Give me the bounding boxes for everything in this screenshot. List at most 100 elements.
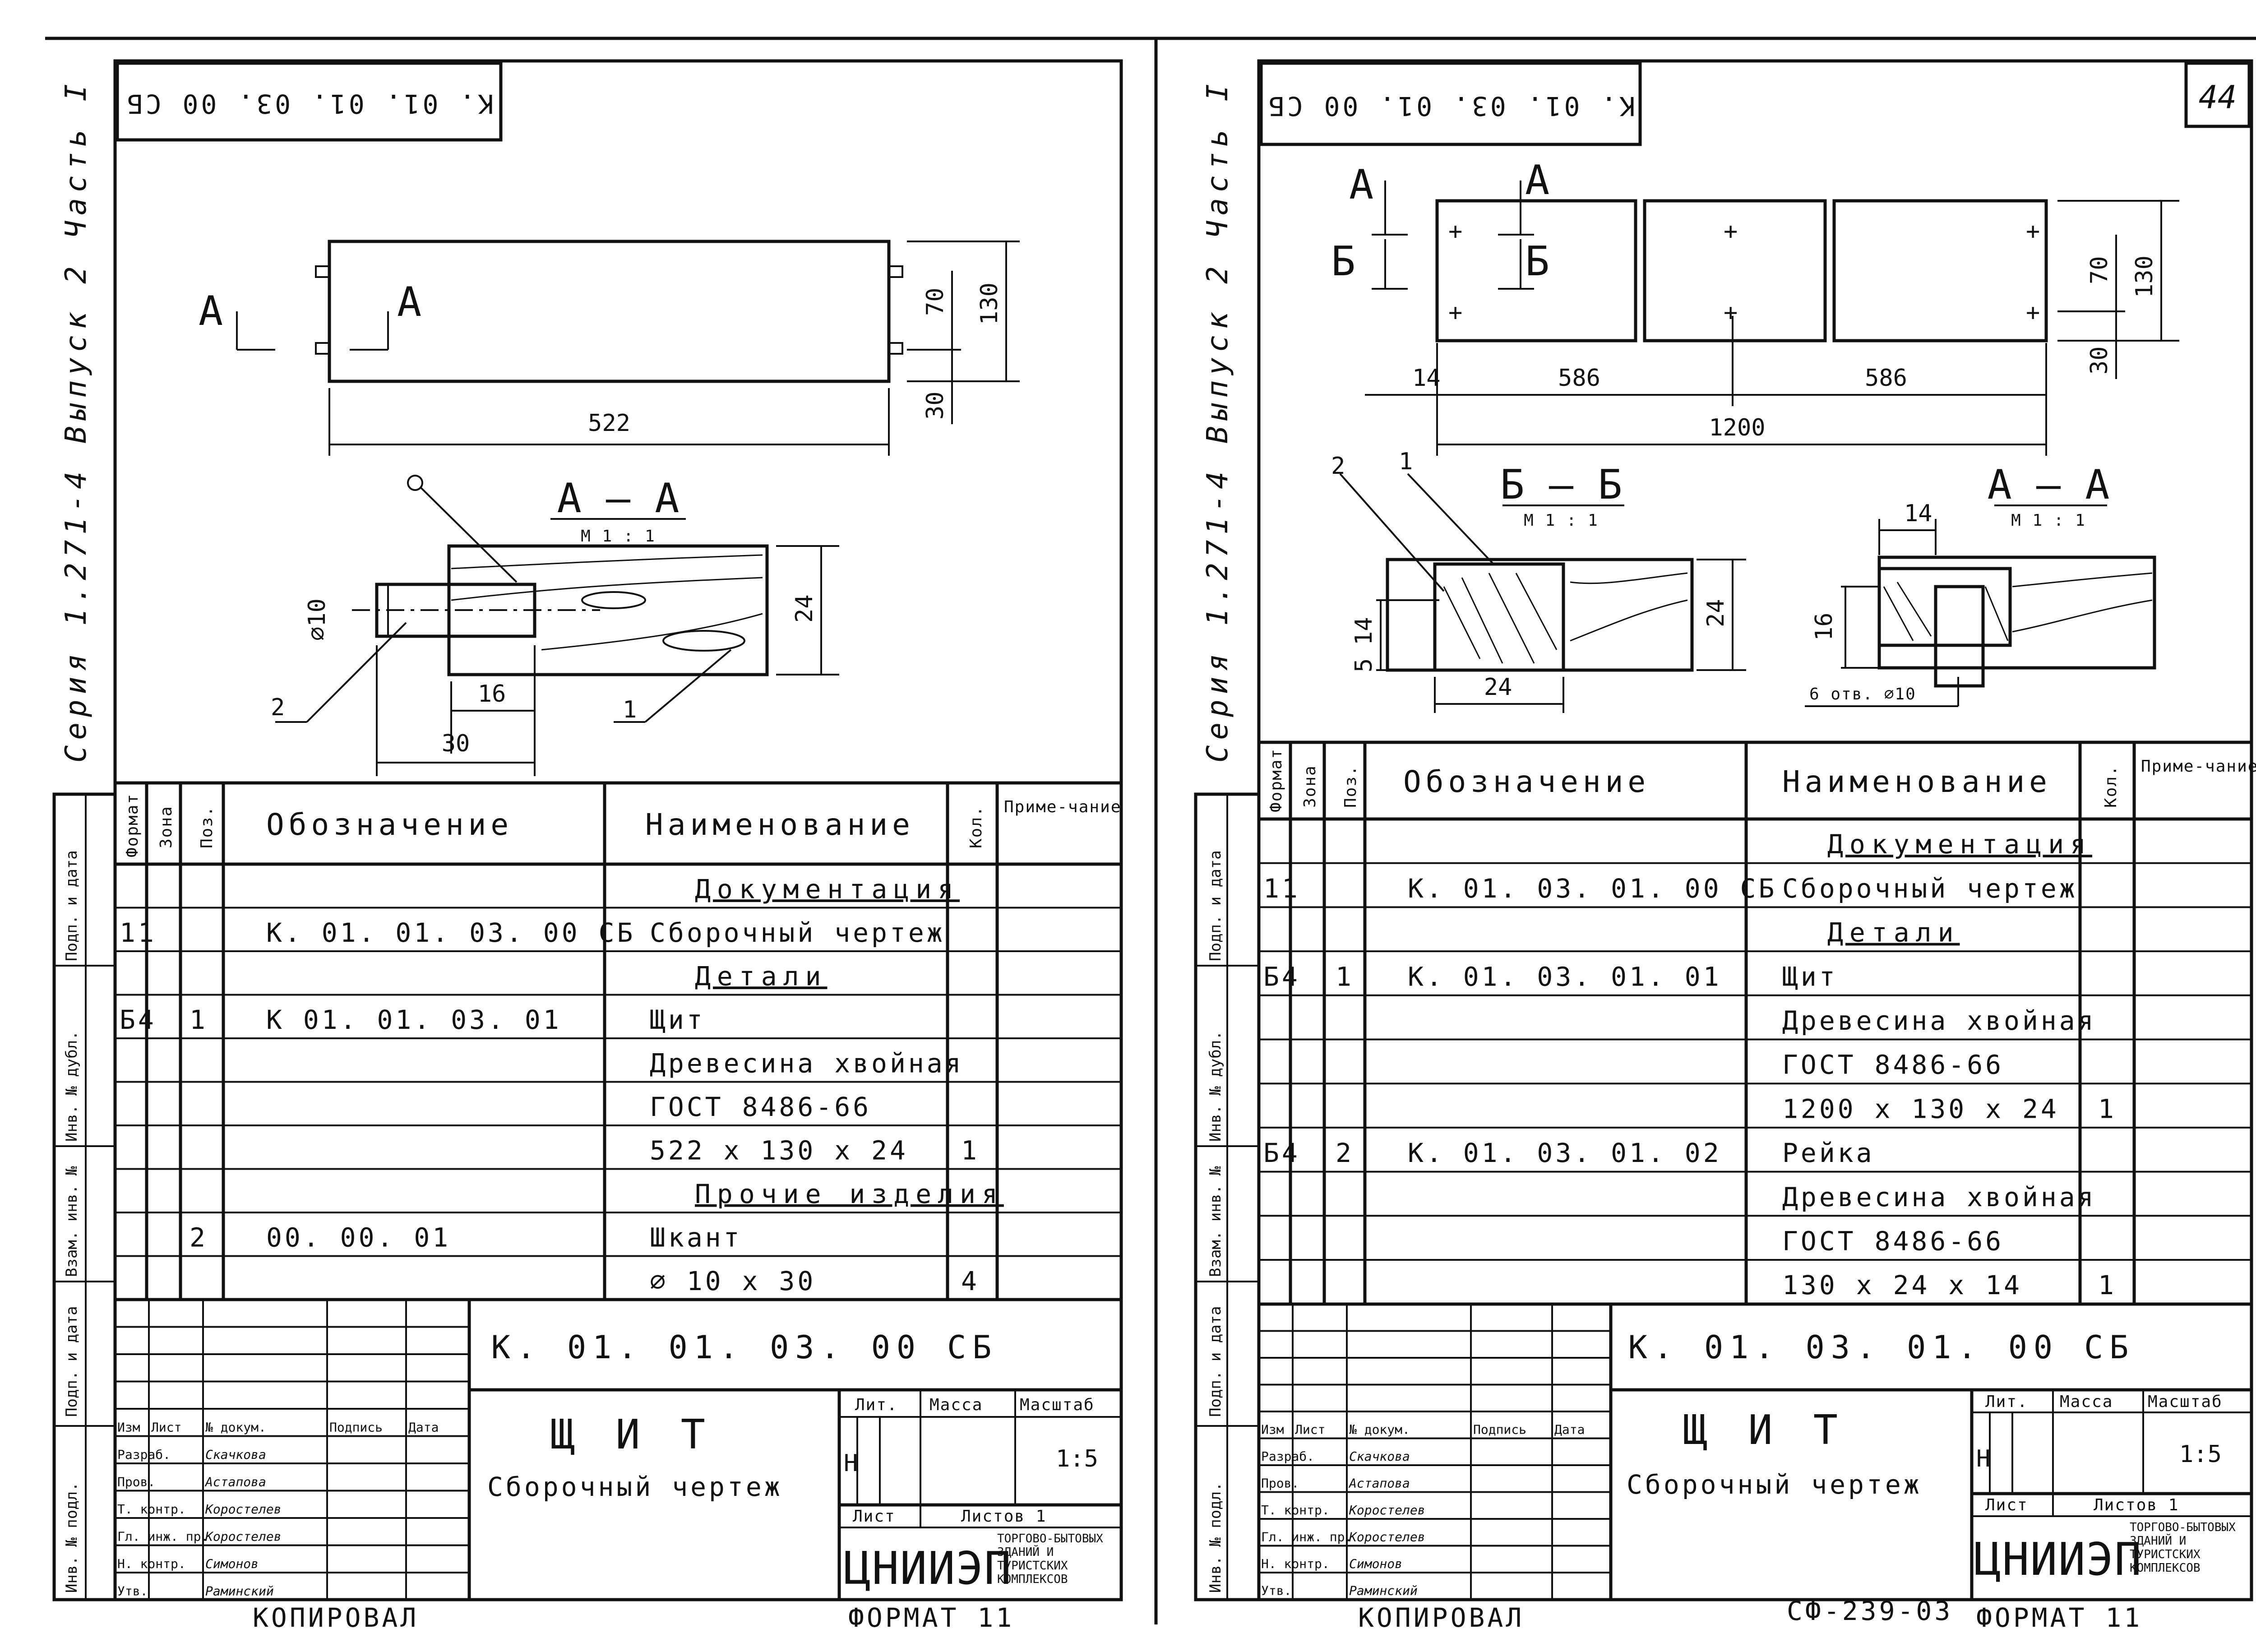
plus-marker: +: [2026, 299, 2040, 326]
left-dim-30: 30: [922, 391, 949, 420]
right-bottom-copy: КОПИРОВАЛ: [1358, 1602, 1524, 1633]
left-dim-height: 130: [976, 282, 1003, 325]
right-section-bb: Б — Б М 1 : 1 14 5 24 24 2 1: [1331, 448, 1746, 713]
spec-name-cell: ГОСТ 8486-66: [1782, 1226, 2004, 1257]
left-hdr-name: Наименование: [645, 807, 915, 842]
right-side-label-3: Инв. № дубл.: [1207, 1031, 1225, 1142]
right-dim-1200: 1200: [1709, 414, 1765, 441]
right-stamp-code: К. 01. 03. 01. 00 СБ: [1266, 91, 1635, 121]
tb-person-name: Коростелев: [1349, 1530, 1425, 1545]
spec-qty-cell: 1: [2098, 1270, 2117, 1300]
right-dim-130: 130: [2131, 255, 2158, 298]
left-sheet: К. 01. 01. 03. 00 СБ Серия 1.271-4 Выпус…: [52, 59, 1123, 1633]
tb-hdr-date: Дата: [408, 1420, 439, 1435]
tb-hdr-list: Лист: [1295, 1422, 1325, 1437]
right-sheet: К. 01. 03. 01. 00 СБ 44 Серия 1.271-4 Вы…: [1194, 59, 2256, 1633]
tb-role: Гл. инж. пр.: [1261, 1530, 1352, 1545]
spec-designation-cell: К 01. 01. 03. 01: [266, 1004, 562, 1035]
left-dim-length: 522: [588, 410, 630, 437]
right-tb-code: К. 01. 03. 01. 00 СБ: [1628, 1329, 2135, 1366]
left-bottom-copy: КОПИРОВАЛ: [253, 1602, 419, 1633]
right-tb-lit-value: Н: [1976, 1445, 1990, 1472]
tb-person-name: Симонов: [205, 1556, 259, 1571]
spec-name-cell: ⌀ 10 x 30: [650, 1266, 816, 1296]
right-hdr-qty: Кол.: [2102, 765, 2120, 808]
left-tb-doctype: Сборочный чертеж: [487, 1472, 783, 1502]
right-bb-dim-14: 14: [1350, 617, 1378, 645]
right-aa-title: А — А: [1988, 461, 2110, 509]
tb-person-name: Астапова: [1348, 1476, 1410, 1491]
left-dim-30b: 30: [442, 730, 470, 757]
right-leader-2: 2: [1331, 453, 1345, 480]
spec-name-cell: Рейка: [1782, 1138, 1875, 1168]
left-tb-sheet: Лист: [853, 1507, 896, 1526]
right-side-label-1: Подп. и дата: [1207, 1306, 1225, 1417]
tb-hdr-sign: Подпись: [329, 1420, 383, 1435]
tb-hdr-date: Дата: [1554, 1422, 1585, 1437]
spec-name-cell: 130 x 24 x 14: [1782, 1270, 2022, 1300]
left-tb-product: Щ И Т: [550, 1411, 713, 1458]
right-bb-title: Б — Б: [1500, 461, 1623, 509]
tb-hdr-izm: Изм: [1261, 1422, 1284, 1437]
tb-person-name: Раминский: [1349, 1583, 1418, 1598]
right-dim-30: 30: [2086, 346, 2113, 375]
spec-designation-cell: К. 01. 03. 01. 02: [1408, 1138, 1722, 1168]
left-dim-24: 24: [791, 594, 818, 623]
left-tb-mass: Масса: [929, 1396, 983, 1414]
tb-role: Пров.: [117, 1475, 155, 1490]
left-label-a1: А: [199, 287, 223, 335]
right-label-b2: Б: [1525, 238, 1549, 285]
left-label-a2: А: [397, 278, 421, 326]
left-leader-1: 1: [623, 696, 637, 723]
right-label-a2: А: [1525, 157, 1549, 204]
tb-role: Утв.: [117, 1584, 148, 1599]
right-tb-mass: Масса: [2060, 1393, 2113, 1411]
plus-marker: +: [1448, 299, 1462, 326]
right-hdr-pos: Поз.: [1341, 765, 1360, 808]
left-section-aa: А — А М 1 : 1 16 30 24 ⌀10: [271, 475, 839, 776]
spec-name-cell: Древесина хвойная: [1782, 1005, 2096, 1036]
spec-name-cell: 522 x 130 x 24: [650, 1135, 908, 1166]
right-bottom-code: СФ-239-03: [1787, 1596, 1953, 1626]
left-tb-org-short: ЦНИИЭП: [844, 1542, 1012, 1595]
right-bb-scale: М 1 : 1: [1524, 511, 1599, 530]
spec-name-cell: Древесина хвойная: [650, 1048, 964, 1078]
spec-name-cell: Документация: [695, 874, 960, 904]
spec-name-cell: ГОСТ 8486-66: [1782, 1050, 2004, 1080]
spec-name-cell: Сборочный чертеж: [1782, 873, 2078, 904]
spec-designation-cell: К. 01. 01. 03. 00 СБ: [266, 917, 635, 948]
right-dim-70: 70: [2086, 256, 2113, 284]
right-stamp-box: [1259, 61, 1642, 146]
spec-format-cell: Б4: [1263, 961, 1300, 992]
spec-name-cell: Сборочный чертеж: [650, 917, 945, 948]
tb-person-name: Раминский: [205, 1584, 274, 1599]
tb-person-name: Коростелев: [1349, 1503, 1425, 1518]
tb-person-name: Астапова: [204, 1475, 266, 1490]
left-tb-scale-label: Масштаб: [1020, 1396, 1095, 1414]
left-dim-16: 16: [478, 680, 506, 708]
right-dim-586b: 586: [1865, 365, 1907, 392]
right-label-a1: А: [1349, 161, 1373, 208]
right-bb-dim-24: 24: [1484, 674, 1512, 701]
left-tb-sheets: Листов 1: [961, 1507, 1046, 1526]
left-side-label-0: Инв. № подл.: [63, 1482, 81, 1593]
right-tb-scale-value: 1:5: [2179, 1441, 2222, 1468]
left-side-label-2: Взам. инв. №: [63, 1166, 81, 1277]
left-side-strip: [52, 792, 117, 1601]
right-label-b1: Б: [1331, 238, 1355, 285]
right-tb-org-long: торгово-бытовых зданий и туристских комп…: [2130, 1521, 2236, 1575]
right-tb-product: Щ И Т: [1683, 1407, 1846, 1454]
right-aa-scale: М 1 : 1: [2011, 511, 2086, 530]
right-side-label-0: Инв. № подл.: [1207, 1482, 1225, 1593]
spec-name-cell: Шкант: [650, 1222, 742, 1253]
spec-name-cell: Детали: [1827, 917, 1960, 948]
spec-pos-cell: 2: [190, 1222, 208, 1253]
left-dim-diam: ⌀10: [304, 598, 331, 641]
left-tb-scale-value: 1:5: [1056, 1445, 1098, 1472]
tb-role: Т. контр.: [117, 1502, 186, 1517]
right-dim-14: 14: [1412, 365, 1441, 392]
